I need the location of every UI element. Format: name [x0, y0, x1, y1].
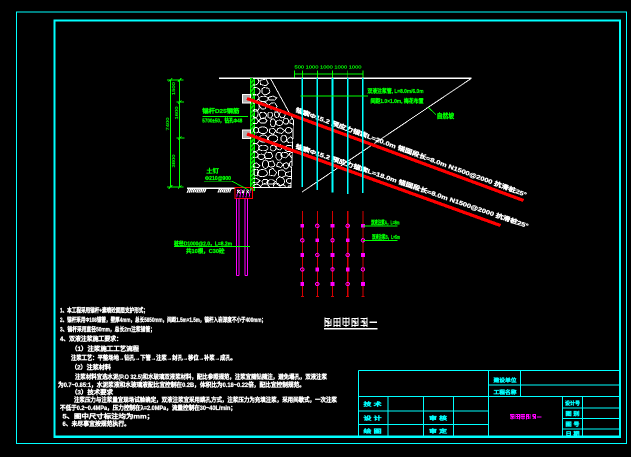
svg-text:绘 图: 绘 图 — [364, 427, 382, 435]
svg-text:土钉: 土钉 — [206, 167, 219, 175]
svg-text:4、双液注浆施工要求：: 4、双液注浆施工要求： — [60, 335, 122, 343]
svg-text:（1）注浆施工工艺流程: （1）注浆施工工艺流程 — [71, 345, 139, 353]
svg-text:6、未尽事宜按规范执行。: 6、未尽事宜按规范执行。 — [63, 420, 131, 428]
svg-text:为0.7~0.85:1，水泥浆液和水玻璃液配比宜控制在0.2: 为0.7~0.85:1，水泥浆液和水玻璃液配比宜控制在0.2B，体积比为0.18… — [58, 381, 305, 389]
svg-text:3、锚杆采用直径50mm，总长2m注浆锚管；: 3、锚杆采用直径50mm，总长2m注浆锚管； — [60, 326, 155, 334]
svg-text:1、本工程采用锚杆+素喷砼面层支护形式；: 1、本工程采用锚杆+素喷砼面层支护形式； — [60, 307, 148, 315]
svg-text:审 定: 审 定 — [429, 427, 448, 435]
svg-text:共10根，C30砼: 共10根，C30砼 — [186, 247, 225, 255]
svg-text:锚杆D25钢筋: 锚杆D25钢筋 — [202, 107, 240, 115]
svg-text:日 期: 日 期 — [566, 430, 580, 437]
svg-text:Φ210@900: Φ210@900 — [205, 176, 231, 182]
svg-text:双液注浆B，L=5m: 双液注浆B，L=5m — [372, 233, 400, 241]
svg-text:审 核: 审 核 — [429, 414, 448, 422]
svg-text:图 号: 图 号 — [566, 421, 580, 428]
svg-text:1600: 1600 — [174, 106, 179, 120]
svg-text:图 别: 图 别 — [566, 410, 580, 417]
svg-text:（2）注浆材料: （2）注浆材料 — [71, 363, 111, 371]
svg-text:桩径D1000@2.0，L=8.2m: 桩径D1000@2.0，L=8.2m — [174, 239, 232, 247]
svg-text:2、锚杆采用Φ108锚管，壁厚4mm，总长5850mm，间距: 2、锚杆采用Φ108锚管，壁厚4mm，总长5850mm，间距1.5m×1.5m，… — [60, 316, 266, 324]
svg-text:注浆材料宜选水泥(P.O 32.5)和水玻璃双液浆材料，配比: 注浆材料宜选水泥(P.O 32.5)和水玻璃双液浆材料，配比参照规范，注浆宜随钻… — [75, 373, 328, 381]
svg-text:5700±50，钻孔Φ48: 5700±50，钻孔Φ48 — [202, 117, 242, 125]
svg-text:注浆压力与注浆量宜现场试验确定，双液注浆宜采用跳孔方式，注浆: 注浆压力与注浆量宜现场试验确定，双液注浆宜采用跳孔方式，注浆压力为充填注浆，采用… — [74, 396, 338, 404]
svg-text:双液注浆管, L=8.0m/6.0m: 双液注浆管, L=8.0m/6.0m — [368, 87, 424, 95]
svg-text:双液注浆A，L=8m: 双液注浆A，L=8m — [371, 218, 400, 226]
svg-text:7400: 7400 — [165, 117, 170, 131]
svg-text:3800: 3800 — [171, 154, 176, 168]
svg-text:设计号: 设计号 — [565, 400, 580, 407]
svg-text:（3）技术要求: （3）技术要求 — [71, 389, 114, 397]
svg-text:建设单位: 建设单位 — [494, 376, 518, 384]
svg-text:技 术: 技 术 — [364, 400, 383, 408]
svg-text:5、图中尺寸标注均为mm；: 5、图中尺寸标注均为mm； — [63, 413, 155, 421]
svg-text:注浆工艺：平整场地→钻孔→下管→注浆→封孔→移位→补浆→成孔: 注浆工艺：平整场地→钻孔→下管→注浆→封孔→移位→补浆→成孔。 — [71, 354, 236, 362]
svg-text:间距1.0×1.0m, 梅花布置: 间距1.0×1.0m, 梅花布置 — [371, 97, 424, 105]
svg-text:500 1000 1000 1000 1000: 500 1000 1000 1000 1000 — [295, 64, 363, 69]
svg-text:不低于0.2~0.4MPa，压力控制在λ=2.0MPa，流量: 不低于0.2~0.4MPa，压力控制在λ=2.0MPa，流量控制在30~40L/… — [60, 404, 236, 412]
svg-text:工程名称: 工程名称 — [494, 388, 518, 396]
svg-text:1500: 1500 — [171, 82, 176, 96]
svg-text:设 计: 设 计 — [364, 414, 383, 422]
svg-text:自然坡: 自然坡 — [437, 111, 455, 120]
